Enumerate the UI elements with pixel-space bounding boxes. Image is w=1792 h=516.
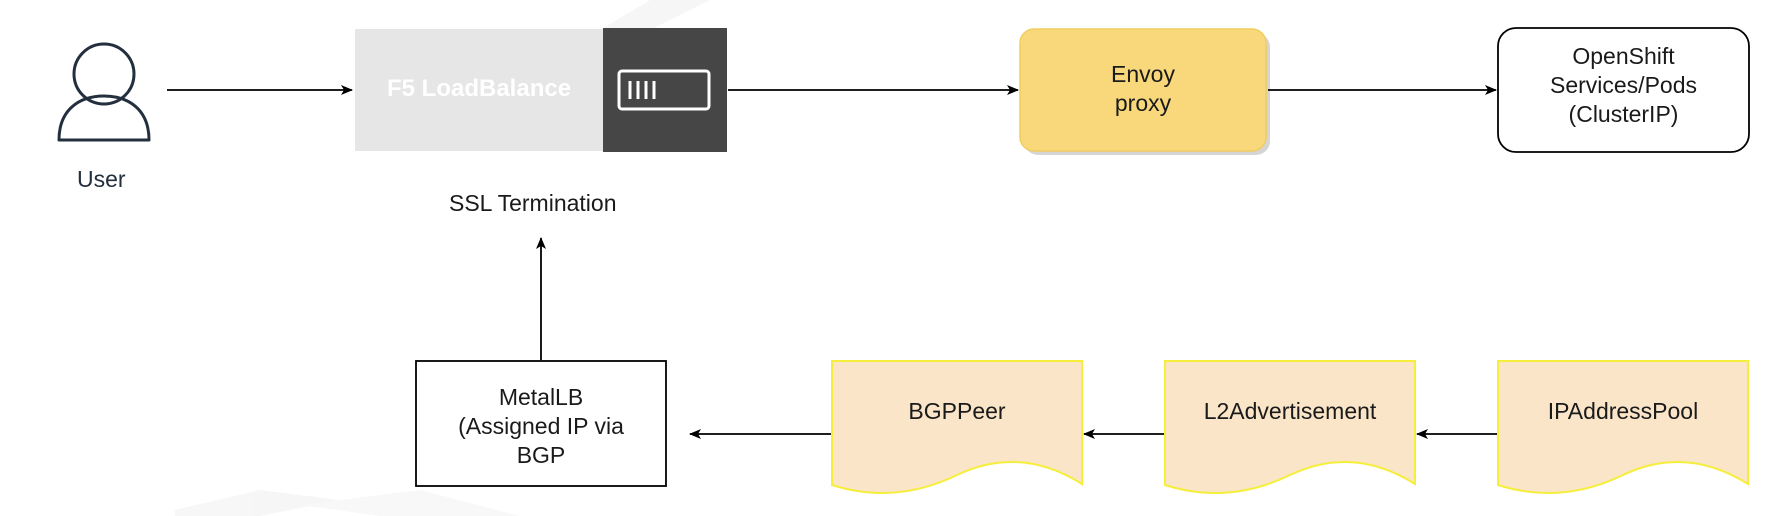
openshift-node (1497, 27, 1750, 153)
openshift-label: OpenShift Services/Pods (ClusterIP) (1498, 42, 1749, 129)
openshift-line-3: (ClusterIP) (1568, 101, 1679, 127)
bgppeer-node (831, 360, 1083, 494)
metallb-label: MetalLB (Assigned IP via BGP (416, 383, 666, 470)
metallb-line-2: (Assigned IP via (458, 413, 624, 439)
metallb-line-3: BGP (516, 442, 566, 468)
metallb-node (415, 360, 667, 487)
background-watermark (175, 0, 710, 516)
openshift-line-2: Services/Pods (1549, 72, 1697, 98)
envoy-proxy-label: Envoy proxy (1020, 60, 1266, 118)
ipaddresspool-node (1497, 360, 1749, 494)
openshift-line-1: OpenShift (1572, 43, 1675, 69)
l2advertisement-label: L2Advertisement (1203, 398, 1377, 424)
envoy-line-1: Envoy (1111, 61, 1175, 87)
ipaddresspool-label: IPAddressPool (1547, 398, 1699, 424)
envoy-proxy-node (1019, 28, 1267, 152)
server-rack-icon (617, 69, 711, 111)
l2advertisement-node (1164, 360, 1416, 494)
user-icon (57, 42, 151, 142)
ssl-termination-caption: SSL Termination (449, 190, 617, 216)
user-label: User (77, 166, 126, 192)
load-balancer-box (355, 29, 603, 151)
envoy-line-2: proxy (1114, 90, 1172, 116)
metallb-line-1: MetalLB (498, 384, 584, 410)
bgppeer-label: BGPPeer (908, 398, 1006, 424)
load-balancer-label: F5 LoadBalance (387, 75, 572, 102)
load-balancer-icon-panel (603, 28, 727, 152)
